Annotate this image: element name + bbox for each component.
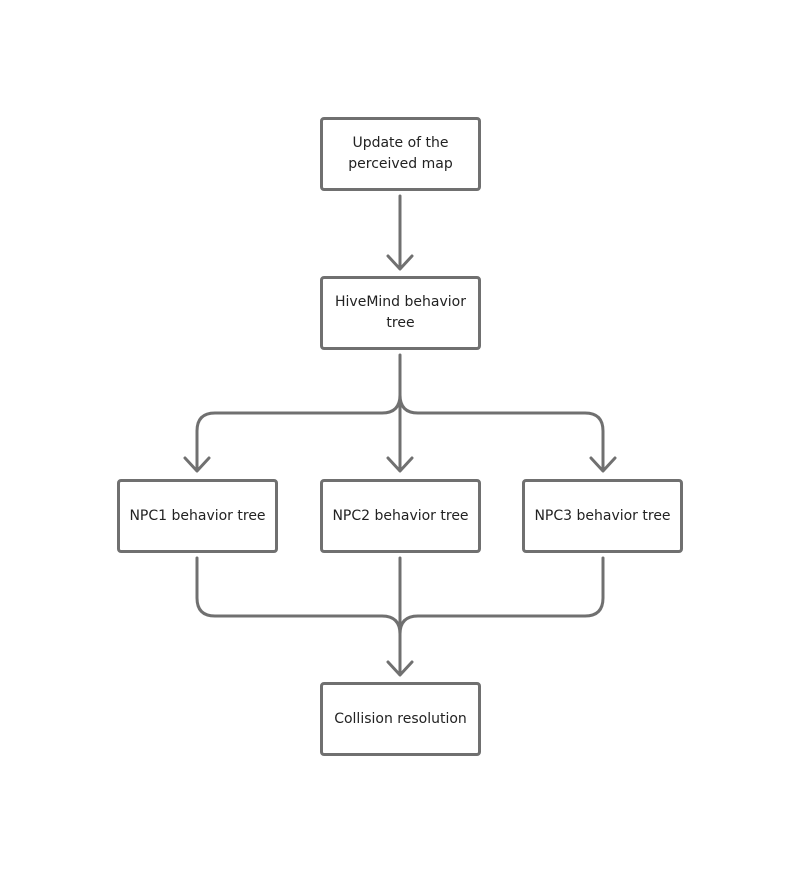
node-collision-resolution: Collision resolution	[320, 682, 481, 756]
arrow-update-to-hivemind	[386, 194, 414, 271]
arrow-hivemind-to-npc3	[398, 393, 617, 473]
arrow-hivemind-to-npc2	[386, 353, 414, 473]
node-npc1-behavior-tree: NPC1 behavior tree	[117, 479, 278, 553]
arrow-npc1-to-collision	[195, 556, 402, 636]
node-hivemind-behavior-tree: HiveMind behavior tree	[320, 276, 481, 350]
node-label: NPC2 behavior tree	[332, 507, 469, 524]
node-label: NPC1 behavior tree	[129, 507, 266, 524]
node-label: Update of the perceived map	[348, 135, 453, 172]
node-npc3-behavior-tree: NPC3 behavior tree	[522, 479, 683, 553]
node-label: NPC3 behavior tree	[534, 507, 671, 524]
arrow-hivemind-to-npc1	[183, 393, 402, 473]
arrow-npc2-to-collision	[386, 556, 414, 677]
node-npc2-behavior-tree: NPC2 behavior tree	[320, 479, 481, 553]
node-label: HiveMind behavior tree	[335, 294, 466, 331]
node-label: Collision resolution	[334, 710, 467, 727]
node-update-perceived-map: Update of the perceived map	[320, 117, 481, 191]
arrow-npc3-to-collision	[398, 556, 605, 636]
